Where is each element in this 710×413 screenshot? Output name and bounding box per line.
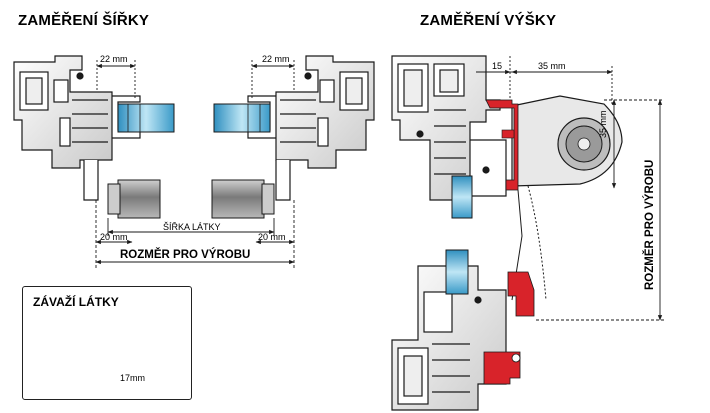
weight-inset-box: ZÁVAŽÍ LÁTKY [22,286,192,400]
left-roller-tube [117,179,161,219]
width-dimension-lines [95,60,295,270]
top-red-bracket [485,99,519,191]
left-glass-pane [117,103,175,133]
width-section-title: ZAMĚŘENÍ ŠÍŘKY [18,12,150,29]
width-production-dimension: ROZMĚR PRO VÝROBU [120,249,251,261]
right-glass-pane [213,103,271,133]
left-window-profile [13,55,141,201]
left-end-cap [107,183,121,215]
top-gap-label: 15 [492,61,503,71]
right-gap-label: 22 mm [262,54,290,64]
weight-width-label: 17mm [120,373,146,383]
head-width-label: 35 mm [538,61,566,71]
weight-inset-title: ZÁVAŽÍ LÁTKY [33,295,119,309]
right-end-cap [261,183,275,215]
height-section-title: ZAMĚŘENÍ VÝŠKY [420,12,557,29]
head-height-label: 35 mm [598,110,608,138]
bottom-glass-pane [445,249,469,295]
fabric-width-label: ŠÍŘKA LÁTKY [163,222,221,232]
right-roller-tube [211,179,265,219]
right-offset-label: 20 mm [258,232,286,242]
height-dimension-lines [476,56,666,321]
height-production-dimension: ROZMĚR PRO VÝROBU [644,159,656,290]
top-frame-profile [391,55,507,201]
fabric-guide-dotted [527,185,547,301]
bottom-red-block [483,351,521,385]
right-window-profile [247,55,375,201]
bottom-red-clip [507,271,535,317]
left-gap-label: 22 mm [100,54,128,64]
left-offset-label: 20 mm [100,232,128,242]
top-glass-pane [451,175,473,219]
bottom-frame-profile [391,265,507,411]
